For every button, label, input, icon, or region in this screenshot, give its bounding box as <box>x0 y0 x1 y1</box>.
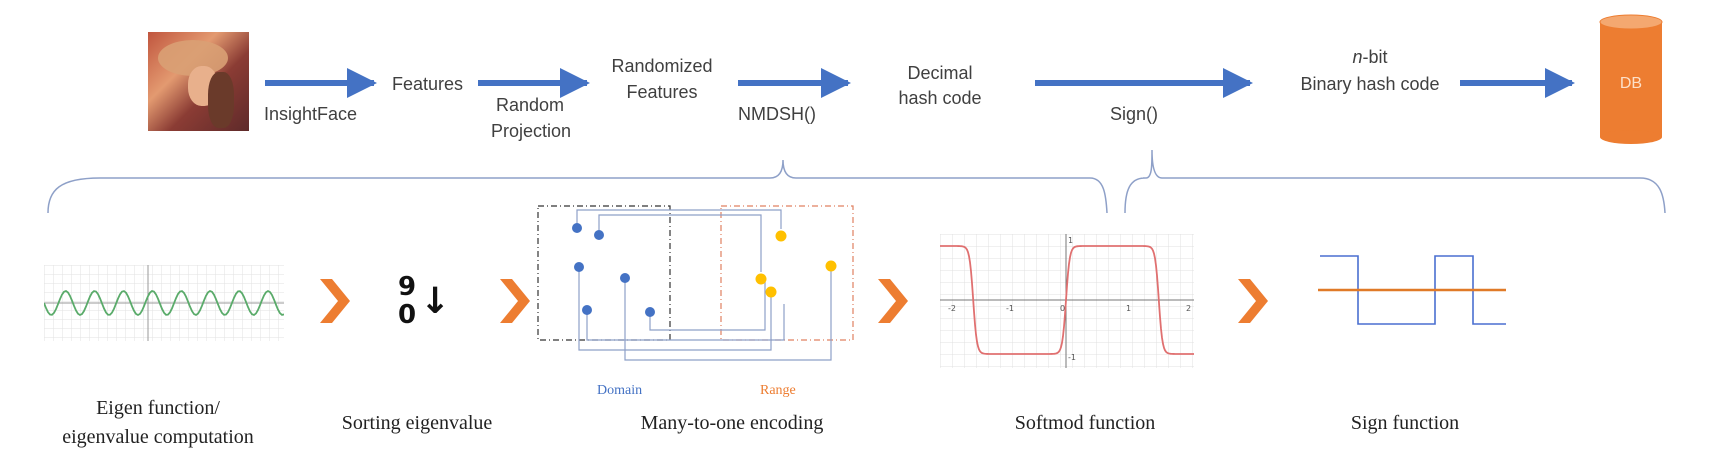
chevron-right-icon <box>500 279 530 323</box>
sign-function-call-label: Sign() <box>1110 104 1159 124</box>
sorting-caption: Sorting eigenvalue <box>341 412 493 434</box>
random-projection-label-2: Projection <box>490 121 572 141</box>
randomized-features-label-1: Randomized <box>611 56 713 76</box>
chevron-right-icon <box>878 279 908 323</box>
eigen-caption-line1: Eigen function/ <box>96 397 220 419</box>
softmod-tick-x-neg1: -1 <box>1006 304 1014 313</box>
random-projection-label-1: Random <box>495 95 565 115</box>
softmod-tick-x-neg2: -2 <box>948 304 956 313</box>
db-label: DB <box>1619 75 1643 92</box>
sign-bracket <box>1124 149 1666 214</box>
domain-label: Domain <box>597 383 643 398</box>
randomized-features-label-2: Features <box>626 82 698 102</box>
decimal-hash-label-1: Decimal <box>907 63 973 83</box>
sign-plot <box>1318 255 1506 325</box>
sign-caption: Sign function <box>1350 412 1460 434</box>
insightface-label: InsightFace <box>264 104 358 124</box>
softmod-curve <box>940 245 1194 355</box>
decimal-hash-label-2: hash code <box>898 88 982 108</box>
softmod-tick-y-1: 1 <box>1068 236 1073 245</box>
many-to-one-caption: Many-to-one encoding <box>640 412 824 434</box>
binary-hash-label: Binary hash code <box>1300 74 1440 94</box>
eigen-sine-wave <box>44 289 284 317</box>
softmod-tick-x-1: 1 <box>1126 304 1131 313</box>
softmod-plot: -2 -1 0 1 2 1 -1 <box>940 234 1194 368</box>
nbit-label: n-bit <box>1352 47 1388 67</box>
database-cylinder <box>1599 14 1663 144</box>
eigen-wave-plot <box>44 265 284 341</box>
input-face-photo <box>148 32 249 131</box>
features-label: Features <box>392 74 464 94</box>
chevron-right-icon <box>1238 279 1268 323</box>
softmod-caption: Softmod function <box>1014 412 1156 434</box>
nmdsh-label: NMDSH() <box>738 104 816 124</box>
range-label: Range <box>760 383 796 398</box>
chevron-right-icon <box>320 279 350 323</box>
softmod-tick-x-0: 0 <box>1060 304 1065 313</box>
sort-descending-icon: 9 0 ↓ <box>398 272 451 330</box>
nmdsh-bracket <box>47 159 1108 214</box>
many-to-one-encoding-diagram <box>537 205 854 361</box>
softmod-tick-x-2: 2 <box>1186 304 1191 313</box>
eigen-caption-line2: eigenvalue computation <box>62 426 254 448</box>
softmod-tick-y-neg1: -1 <box>1068 353 1076 362</box>
